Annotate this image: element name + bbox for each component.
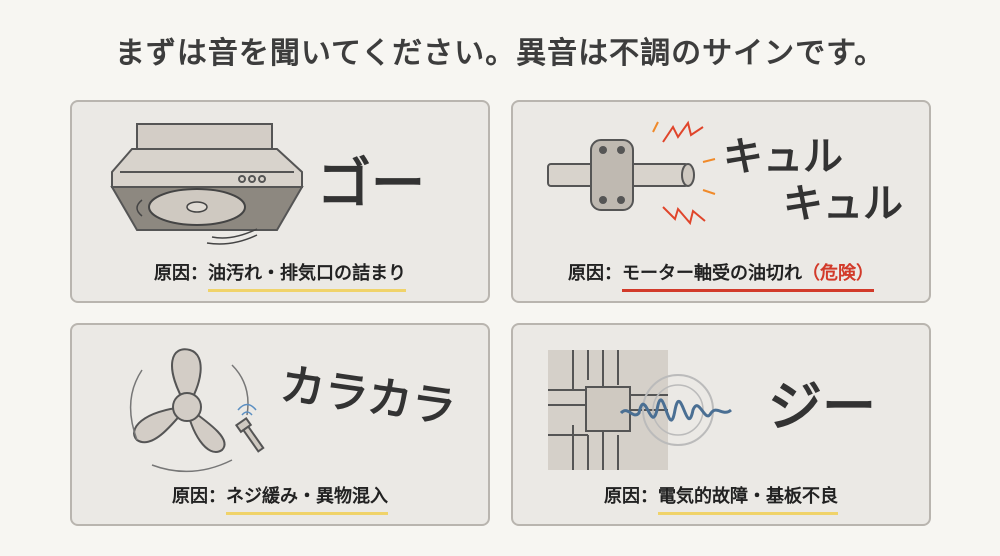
sound-label: ゴー xyxy=(317,152,425,215)
fan-blade-screw-icon xyxy=(129,348,265,473)
card-go-sound: ゴー 原因：油汚れ・排気口の詰まり xyxy=(70,100,490,303)
cause-label: 原因： xyxy=(154,263,208,284)
danger-warning: （危険） xyxy=(802,263,874,284)
cause-label: 原因： xyxy=(604,486,658,507)
card-kyurukyuru-sound: キュル キュル 原因：モーター軸受の油切れ（危険） xyxy=(511,100,931,303)
sound-label-line2: キュル xyxy=(783,181,903,227)
cause-text: 原因：油汚れ・排気口の詰まり xyxy=(72,259,488,292)
circuit-board-wave-icon xyxy=(548,350,732,470)
range-hood-fan-icon xyxy=(110,123,304,245)
cause-label: 原因： xyxy=(172,486,226,507)
cause-label: 原因： xyxy=(568,263,622,284)
cause-value: 電気的故障・基板不良 xyxy=(658,486,838,515)
motor-bearing-icon xyxy=(547,120,716,226)
cause-value: 油汚れ・排気口の詰まり xyxy=(208,263,406,292)
cause-text: 原因：ネジ緩み・異物混入 xyxy=(72,482,488,515)
cause-text: 原因：電気的故障・基板不良 xyxy=(513,482,929,515)
sound-label-line1: キュル xyxy=(723,134,843,180)
card-karakara-sound: カラカラ 原因：ネジ緩み・異物混入 xyxy=(70,323,490,526)
card-ji-sound: ジー 原因：電気的故障・基板不良 xyxy=(511,323,931,526)
cause-value: ネジ緩み・異物混入 xyxy=(226,486,388,515)
sound-label: ジー xyxy=(768,375,876,438)
cause-value: モーター軸受の油切れ（危険） xyxy=(622,263,874,292)
page-title: まずは音を聞いてください。異音は不調のサインです。 xyxy=(114,36,886,71)
cause-value-text: モーター軸受の油切れ xyxy=(622,263,802,284)
cause-text: 原因：モーター軸受の油切れ（危険） xyxy=(513,259,929,292)
